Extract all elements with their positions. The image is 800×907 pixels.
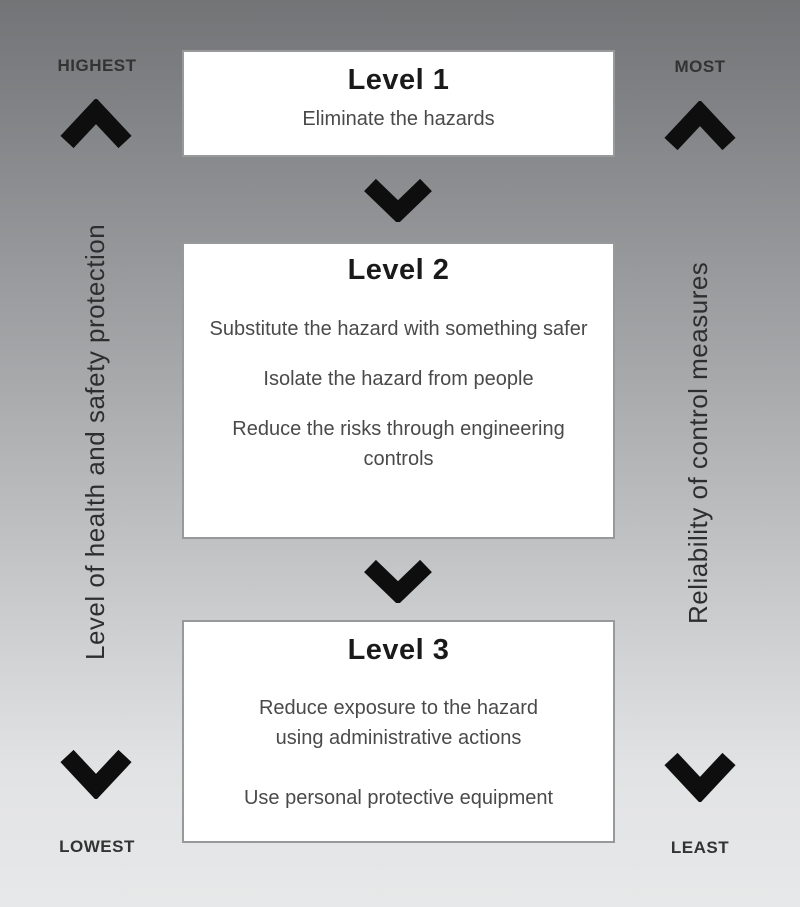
chevron-up-icon bbox=[664, 101, 736, 151]
level-3-item: Use personal protective equipment bbox=[243, 787, 554, 809]
level-1-box: Level 1 Eliminate the hazards bbox=[182, 50, 615, 157]
level-2-item: Reduce the risks through engineering con… bbox=[232, 418, 565, 470]
chevron-down-icon bbox=[364, 559, 432, 603]
right-axis-bottom-label: LEAST bbox=[670, 838, 730, 857]
chevron-down-icon bbox=[364, 178, 432, 222]
level-2-box: Level 2 Substitute the hazard with somet… bbox=[182, 242, 615, 539]
left-axis-title: Level of health and safety protection bbox=[80, 223, 110, 661]
level-3-item: Reduce exposure to the hazard using admi… bbox=[258, 697, 539, 749]
right-axis-top-label: MOST bbox=[674, 57, 726, 76]
chevron-up-icon bbox=[60, 99, 132, 149]
level-2-item: Isolate the hazard from people bbox=[263, 368, 534, 390]
level-1-item: Eliminate the hazards bbox=[302, 108, 495, 130]
level-3-box: Level 3 Reduce exposure to the hazard us… bbox=[182, 620, 615, 843]
chevron-down-icon bbox=[664, 752, 736, 802]
level-1-title: Level 1 bbox=[347, 64, 450, 96]
level-3-title: Level 3 bbox=[347, 634, 450, 666]
left-axis-top-label: HIGHEST bbox=[57, 56, 137, 75]
level-2-title: Level 2 bbox=[347, 254, 450, 286]
right-axis-title: Reliability of control measures bbox=[683, 261, 713, 625]
chevron-down-icon bbox=[60, 749, 132, 799]
level-2-item: Substitute the hazard with something saf… bbox=[209, 318, 588, 340]
left-axis-bottom-label: LOWEST bbox=[59, 837, 135, 856]
